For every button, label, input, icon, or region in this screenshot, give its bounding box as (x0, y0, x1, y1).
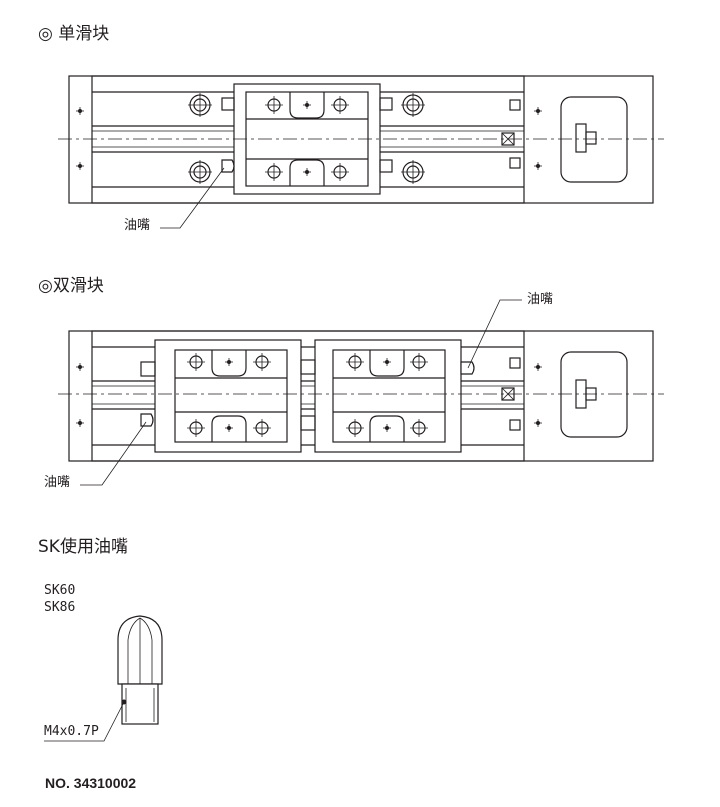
model-sk86: SK86 (44, 600, 76, 615)
thread-spec-label: M4x0.7P (44, 724, 99, 739)
double-slider-drawing (58, 299, 664, 486)
single-nipple-label: 油嘴 (124, 218, 151, 233)
grease-nipple-title: SK使用油嘴 (38, 537, 128, 557)
double-nipple-label-top: 油嘴 (527, 292, 554, 307)
double-nipple-label-bottom: 油嘴 (44, 475, 71, 490)
single-slider-title: ◎ 单滑块 (38, 24, 110, 44)
grease-nipple-drawing (44, 615, 163, 742)
model-sk60: SK60 (44, 583, 76, 598)
single-slider-drawing (58, 75, 664, 229)
double-slider-title: ◎双滑块 (38, 276, 104, 296)
part-number: NO. 34310002 (45, 775, 137, 791)
